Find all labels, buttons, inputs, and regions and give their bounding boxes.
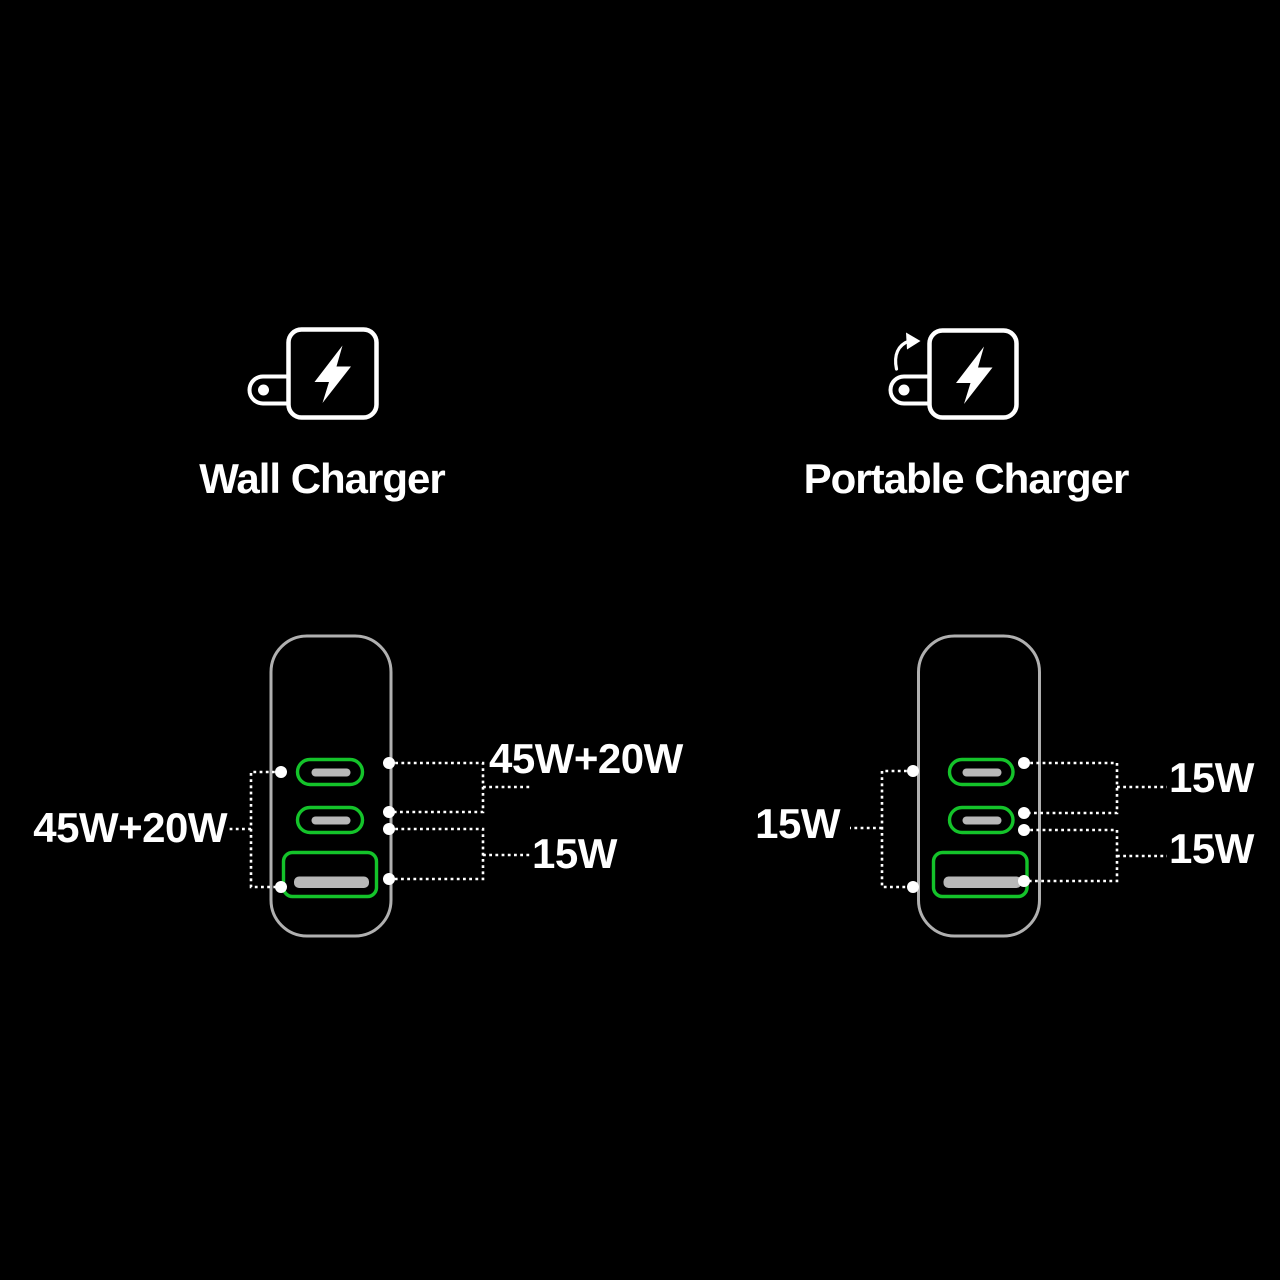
wall-charger-device bbox=[227, 634, 531, 938]
lightning-bolt-icon bbox=[956, 346, 993, 404]
prong-hole-dot bbox=[898, 384, 910, 396]
callout-line-left bbox=[227, 770, 281, 889]
connector-dots bbox=[275, 757, 395, 893]
usb-c-port-2-pin bbox=[962, 816, 1002, 825]
portable-charger-device bbox=[850, 634, 1167, 938]
usb-a-port bbox=[931, 850, 1029, 899]
portable-charger-icon bbox=[888, 328, 1019, 420]
portable-right-bottom-callout-label: 15W bbox=[1169, 825, 1254, 872]
fold-arrow-head bbox=[906, 332, 921, 350]
usb-a-port-pin bbox=[294, 876, 369, 888]
connector-dots bbox=[907, 757, 1030, 893]
usb-c-port-1-pin bbox=[962, 768, 1002, 777]
prong-hole-dot bbox=[258, 384, 269, 396]
lightning-bolt-icon bbox=[314, 345, 351, 403]
usb-a-port-pin bbox=[943, 876, 1022, 888]
callout-line-left bbox=[850, 769, 913, 889]
usb-c-port-2-pin bbox=[311, 816, 351, 825]
callout-line-right-bottom bbox=[1024, 828, 1167, 883]
callout-line-right-top bbox=[389, 761, 531, 814]
wall-charger-title: Wall Charger bbox=[199, 455, 445, 502]
wall-right-bottom-callout-label: 15W bbox=[532, 830, 617, 877]
portable-right-top-callout-label: 15W bbox=[1169, 754, 1254, 801]
usb-a-port bbox=[281, 850, 379, 899]
wall-right-top-callout-label: 45W+20W bbox=[489, 735, 683, 782]
portable-left-callout-label: 15W bbox=[755, 800, 840, 847]
wall-charger-icon bbox=[247, 327, 379, 420]
wall-left-callout-label: 45W+20W bbox=[33, 804, 227, 851]
fold-arrow-icon bbox=[894, 339, 911, 371]
usb-c-port-1-pin bbox=[311, 768, 351, 777]
callout-line-right-top bbox=[1024, 761, 1167, 815]
callout-line-right-bottom bbox=[389, 827, 531, 881]
portable-charger-title: Portable Charger bbox=[803, 455, 1130, 502]
